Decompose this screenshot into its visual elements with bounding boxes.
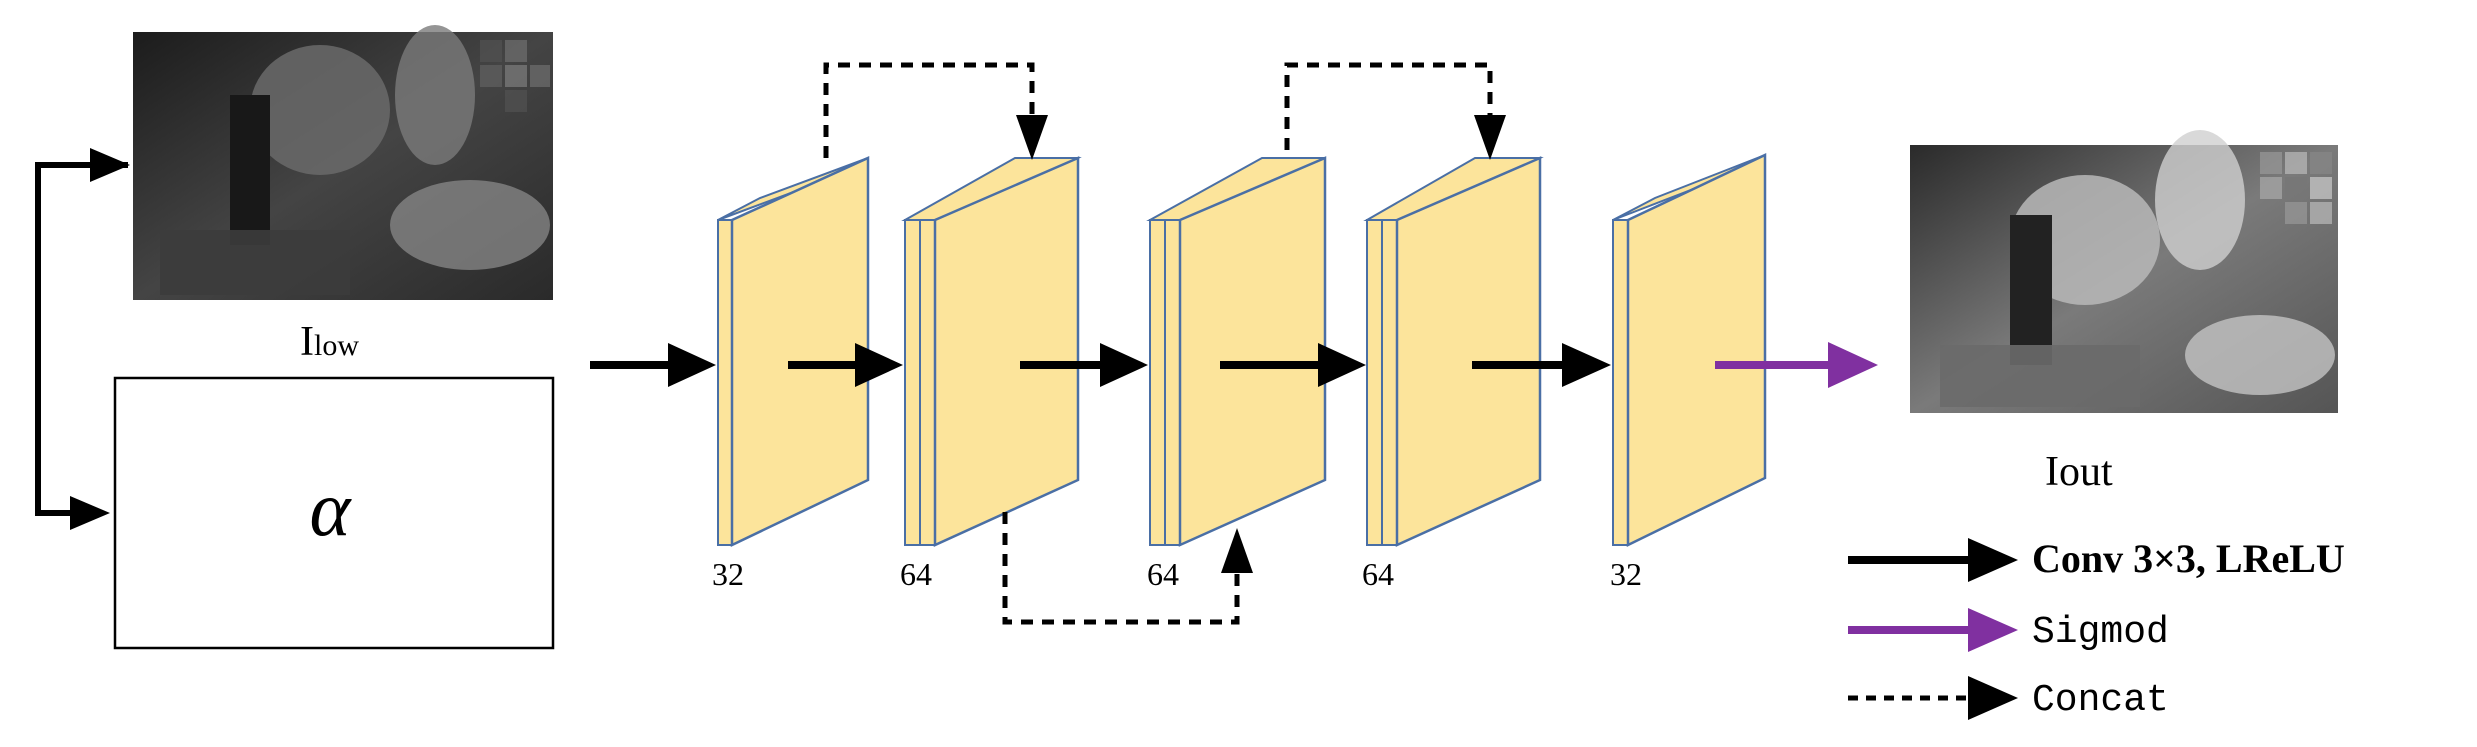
arrow-to-low-image bbox=[90, 148, 130, 182]
low-light-image bbox=[133, 25, 553, 300]
output-image-label: Iout bbox=[2045, 449, 2113, 495]
output-image bbox=[1910, 130, 2338, 413]
feature-block-5 bbox=[1612, 153, 1767, 548]
feature-block-4 bbox=[1363, 156, 1544, 547]
low-image-label: Ilow bbox=[300, 319, 359, 365]
conv-arrow-head-1 bbox=[668, 343, 716, 387]
channel-label-3: 64 bbox=[1147, 556, 1179, 592]
arrow-to-alpha-map bbox=[70, 496, 110, 530]
channel-label-2: 64 bbox=[900, 556, 932, 592]
concat-arrow-head-2 bbox=[1474, 115, 1506, 160]
feature-block-2 bbox=[901, 156, 1082, 547]
alpha-symbol: α bbox=[310, 465, 353, 552]
input-split-connector bbox=[35, 162, 128, 516]
concat-arrow-head-3 bbox=[1221, 528, 1253, 573]
sigmoid-arrow-head bbox=[1828, 342, 1878, 388]
legend-conv-arrow bbox=[1968, 538, 2018, 582]
conv-arrow-head-2 bbox=[855, 343, 903, 387]
concat-arrow-head-1 bbox=[1016, 115, 1048, 160]
alpha-map-box bbox=[113, 376, 555, 650]
channel-label-1: 32 bbox=[712, 556, 744, 592]
legend-sigmoid-label: Sigmod bbox=[2032, 611, 2169, 654]
concat-skip-connections bbox=[823, 62, 1493, 625]
channel-label-4: 64 bbox=[1362, 556, 1394, 592]
legend-concat-label: Concat bbox=[2032, 679, 2169, 722]
channel-label-5: 32 bbox=[1610, 556, 1642, 592]
legend-conv-label: Conv 3×3, LReLU bbox=[2032, 536, 2345, 581]
feature-block-1 bbox=[717, 156, 870, 547]
legend: Conv 3×3, LReLU Sigmod Concat bbox=[1848, 536, 2345, 722]
conv-arrow-head-4 bbox=[1318, 343, 1366, 387]
feature-block-3 bbox=[1146, 156, 1327, 547]
legend-concat-arrow bbox=[1968, 676, 2018, 720]
legend-sigmoid-arrow bbox=[1968, 608, 2018, 652]
conv-arrow-head-5 bbox=[1562, 343, 1611, 387]
conv-arrow-head-3 bbox=[1100, 343, 1148, 387]
